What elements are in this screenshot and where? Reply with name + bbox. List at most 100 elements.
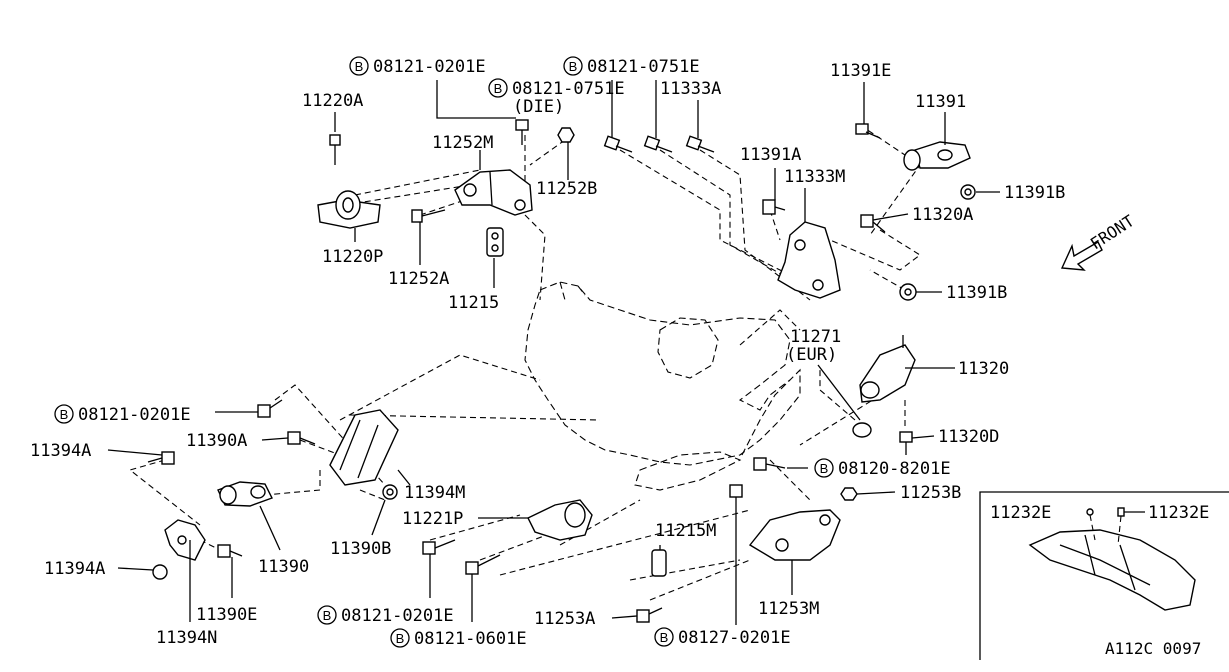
nut-11394A-lower: [152, 564, 168, 580]
bracket-11394M: [329, 409, 399, 486]
bolt-marker-08121-0751E-a: B: [563, 56, 583, 76]
inset-detail-box: [979, 491, 1229, 660]
mount-11391: [903, 141, 971, 171]
bolt-marker-08121-0201E-top: B: [349, 56, 369, 76]
bolt-marker-08121-0751E-b: B: [488, 78, 508, 98]
bracket-11253M: [748, 509, 841, 561]
mount-11320: [859, 335, 916, 403]
svg-text:B: B: [820, 461, 829, 476]
nut-11391B-upper: [960, 184, 976, 200]
bolt-marker-08121-0601E: B: [390, 628, 410, 648]
svg-text:B: B: [660, 630, 669, 645]
bolt-11390E: [217, 544, 243, 558]
label-11232E-b: 11232E: [1148, 503, 1209, 523]
bolt-11320A: [860, 214, 886, 233]
label-08121-0201E-bot: 08121-0201E: [341, 606, 454, 626]
label-11252B: 11252B: [536, 179, 597, 199]
plate-11215M: [651, 549, 667, 577]
nut-11253B: [840, 487, 858, 501]
label-11333A: 11333A: [660, 79, 721, 99]
label-11390E: 11390E: [196, 605, 257, 625]
svg-text:B: B: [396, 631, 405, 646]
label-eur: (EUR): [786, 345, 837, 365]
bolt-marker-08121-0201E-bot: B: [317, 605, 337, 625]
mount-11220P: [317, 190, 381, 229]
bolt-11390A: [287, 431, 316, 445]
label-11320D: 11320D: [938, 427, 999, 447]
label-11252A: 11252A: [388, 269, 449, 289]
bolt-11220A: [329, 134, 341, 165]
bolt-11320D: [899, 431, 913, 455]
label-11391B-a: 11391B: [1004, 183, 1065, 203]
svg-text:B: B: [494, 81, 503, 96]
bracket-11333M: [777, 221, 841, 299]
label-11320: 11320: [958, 359, 1009, 379]
label-08121-0601E: 08121-0601E: [414, 629, 527, 649]
label-11271: 11271: [790, 327, 841, 347]
mount-11221P: [527, 499, 593, 541]
label-die: (DIE): [513, 97, 564, 117]
spacer-11271: [852, 422, 872, 438]
label-08121-0201E-left: 08121-0201E: [78, 405, 191, 425]
nut-11390B: [382, 484, 398, 500]
label-11394A-b: 11394A: [44, 559, 105, 579]
label-11215M: 11215M: [655, 521, 716, 541]
label-11253A: 11253A: [534, 609, 595, 629]
nut-11252B: [557, 127, 575, 143]
label-08120-8201E: 08120-8201E: [838, 459, 951, 479]
bracket-11252M: [454, 169, 533, 216]
label-11394A-a: 11394A: [30, 441, 91, 461]
plate-11215: [486, 227, 504, 257]
front-label: FRONT: [1087, 211, 1138, 253]
label-11390B: 11390B: [330, 539, 391, 559]
bolt-11391A: [762, 199, 786, 215]
front-direction-indicator: FRONT: [1060, 211, 1138, 271]
label-11391: 11391: [915, 92, 966, 112]
bolt-08121-0601E: [465, 554, 501, 575]
mount-11390: [217, 481, 273, 507]
bolt-11391E: [855, 123, 881, 139]
label-08127-0201E: 08127-0201E: [678, 628, 791, 648]
label-11215: 11215: [448, 293, 499, 313]
label-11391A: 11391A: [740, 145, 801, 165]
label-11333M: 11333M: [784, 167, 845, 187]
label-11390: 11390: [258, 557, 309, 577]
label-11253B: 11253B: [900, 483, 961, 503]
bolt-11252A: [411, 209, 446, 223]
label-11320A: 11320A: [912, 205, 973, 225]
label-11221P: 11221P: [402, 509, 463, 529]
bolt-08120-8201E: [753, 457, 786, 471]
bolt-11394A-upper: [147, 451, 175, 465]
bolt-08121-0201E-left: [257, 399, 283, 418]
diagram-id: A112C 0097: [1105, 639, 1201, 658]
bolts-11333A-group: [603, 135, 715, 153]
svg-text:B: B: [569, 59, 578, 74]
label-11390A: 11390A: [186, 431, 247, 451]
label-08121-0201E-top: 08121-0201E: [373, 57, 486, 77]
bracket-11394N: [164, 519, 206, 561]
label-11220A: 11220A: [302, 91, 363, 111]
leader-lines: [107, 80, 1000, 625]
svg-text:B: B: [323, 608, 332, 623]
part-labels: 08121-0201E 08121-0751E 08121-0751E (DIE…: [30, 57, 1209, 658]
bolt-top-center: [515, 119, 529, 145]
label-11394N: 11394N: [156, 628, 217, 648]
label-11391B-b: 11391B: [946, 283, 1007, 303]
label-08121-0751E-b: 08121-0751E: [512, 79, 625, 99]
engine-outline: [524, 281, 801, 491]
nut-11391B-lower: [899, 283, 917, 301]
label-11391E: 11391E: [830, 61, 891, 81]
bolt-marker-08127-0201E: B: [654, 627, 674, 647]
bolt-08127-0201E: [729, 484, 743, 520]
label-11232E-a: 11232E: [990, 503, 1051, 523]
svg-text:B: B: [355, 59, 364, 74]
label-11253M: 11253M: [758, 599, 819, 619]
bolt-08121-0201E-bottom: [422, 539, 456, 555]
bolt-marker-08121-0201E-left: B: [54, 404, 74, 424]
svg-text:B: B: [60, 407, 69, 422]
label-08121-0751E-a: 08121-0751E: [587, 57, 700, 77]
bolt-11253A: [636, 607, 663, 623]
bolt-marker-08120-8201E: B: [814, 458, 834, 478]
